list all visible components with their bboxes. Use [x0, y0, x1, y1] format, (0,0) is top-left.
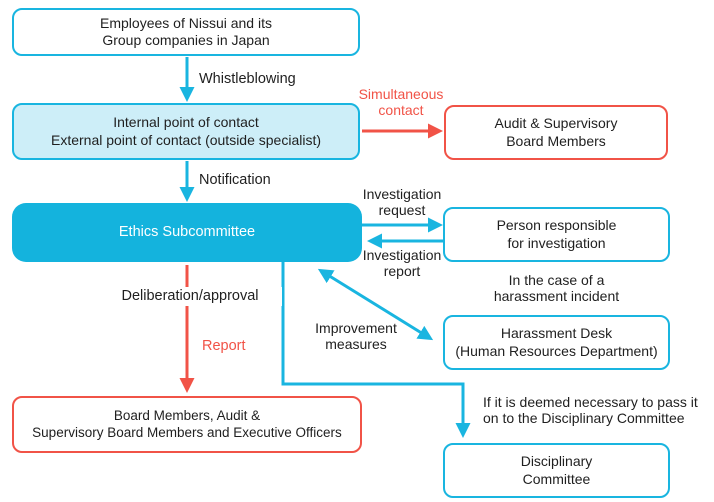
harassment-case-label: In the case of a harassment incident [493, 272, 620, 305]
employees-box: Employees of Nissui and its Group compan… [12, 8, 360, 56]
investigation-request-label: Investigation request [362, 186, 442, 219]
disciplinary-condition-label: If it is deemed necessary to pass it on … [483, 394, 698, 427]
audit-supervisory-line1: Audit & Supervisory [494, 115, 618, 132]
improvement-measures-arrow [317, 268, 434, 341]
improvement-measures-label: Improvement measures [315, 320, 397, 353]
board-members-line1: Board Members, Audit & [113, 407, 261, 423]
ethics-subcommittee-box: Ethics Subcommittee [12, 203, 362, 262]
disciplinary-committee-line2: Committee [522, 470, 591, 487]
disciplinary-committee-line1: Disciplinary [520, 453, 593, 470]
point-of-contact-box: Internal point of contact External point… [12, 103, 360, 160]
ethics-subcommittee-label: Ethics Subcommittee [118, 223, 256, 240]
employees-box-line2: Group companies in Japan [102, 32, 270, 48]
disciplinary-elbow-arrow [281, 262, 471, 438]
disciplinary-committee-box: Disciplinary Committee [443, 443, 670, 498]
report-label: Report [202, 338, 246, 354]
simultaneous-contact-label: Simultaneous contact [358, 86, 444, 119]
investigation-report-label: Investigation report [362, 247, 442, 280]
notification-label: Notification [199, 172, 271, 188]
harassment-desk-line1: Harassment Desk [500, 325, 613, 342]
investigation-person-box: Person responsible for investigation [443, 207, 670, 262]
investigation-person-line2: for investigation [507, 234, 606, 251]
deliberation-approval-label: Deliberation/approval [98, 287, 282, 306]
investigation-person-line1: Person responsible [496, 217, 617, 234]
whistleblowing-label: Whistleblowing [199, 71, 296, 87]
point-of-contact-line2: External point of contact (outside speci… [50, 131, 322, 148]
board-members-line2: Supervisory Board Members and Executive … [32, 424, 342, 440]
audit-supervisory-box: Audit & Supervisory Board Members [444, 105, 668, 160]
audit-supervisory-line2: Board Members [506, 132, 606, 149]
harassment-desk-line2: (Human Resources Department) [455, 342, 658, 359]
point-of-contact-line1: Internal point of contact [113, 114, 259, 131]
board-members-box: Board Members, Audit & Supervisory Board… [12, 396, 362, 453]
employees-box-line1: Employees of Nissui and its [100, 14, 272, 31]
harassment-desk-box: Harassment Desk (Human Resources Departm… [443, 315, 670, 370]
